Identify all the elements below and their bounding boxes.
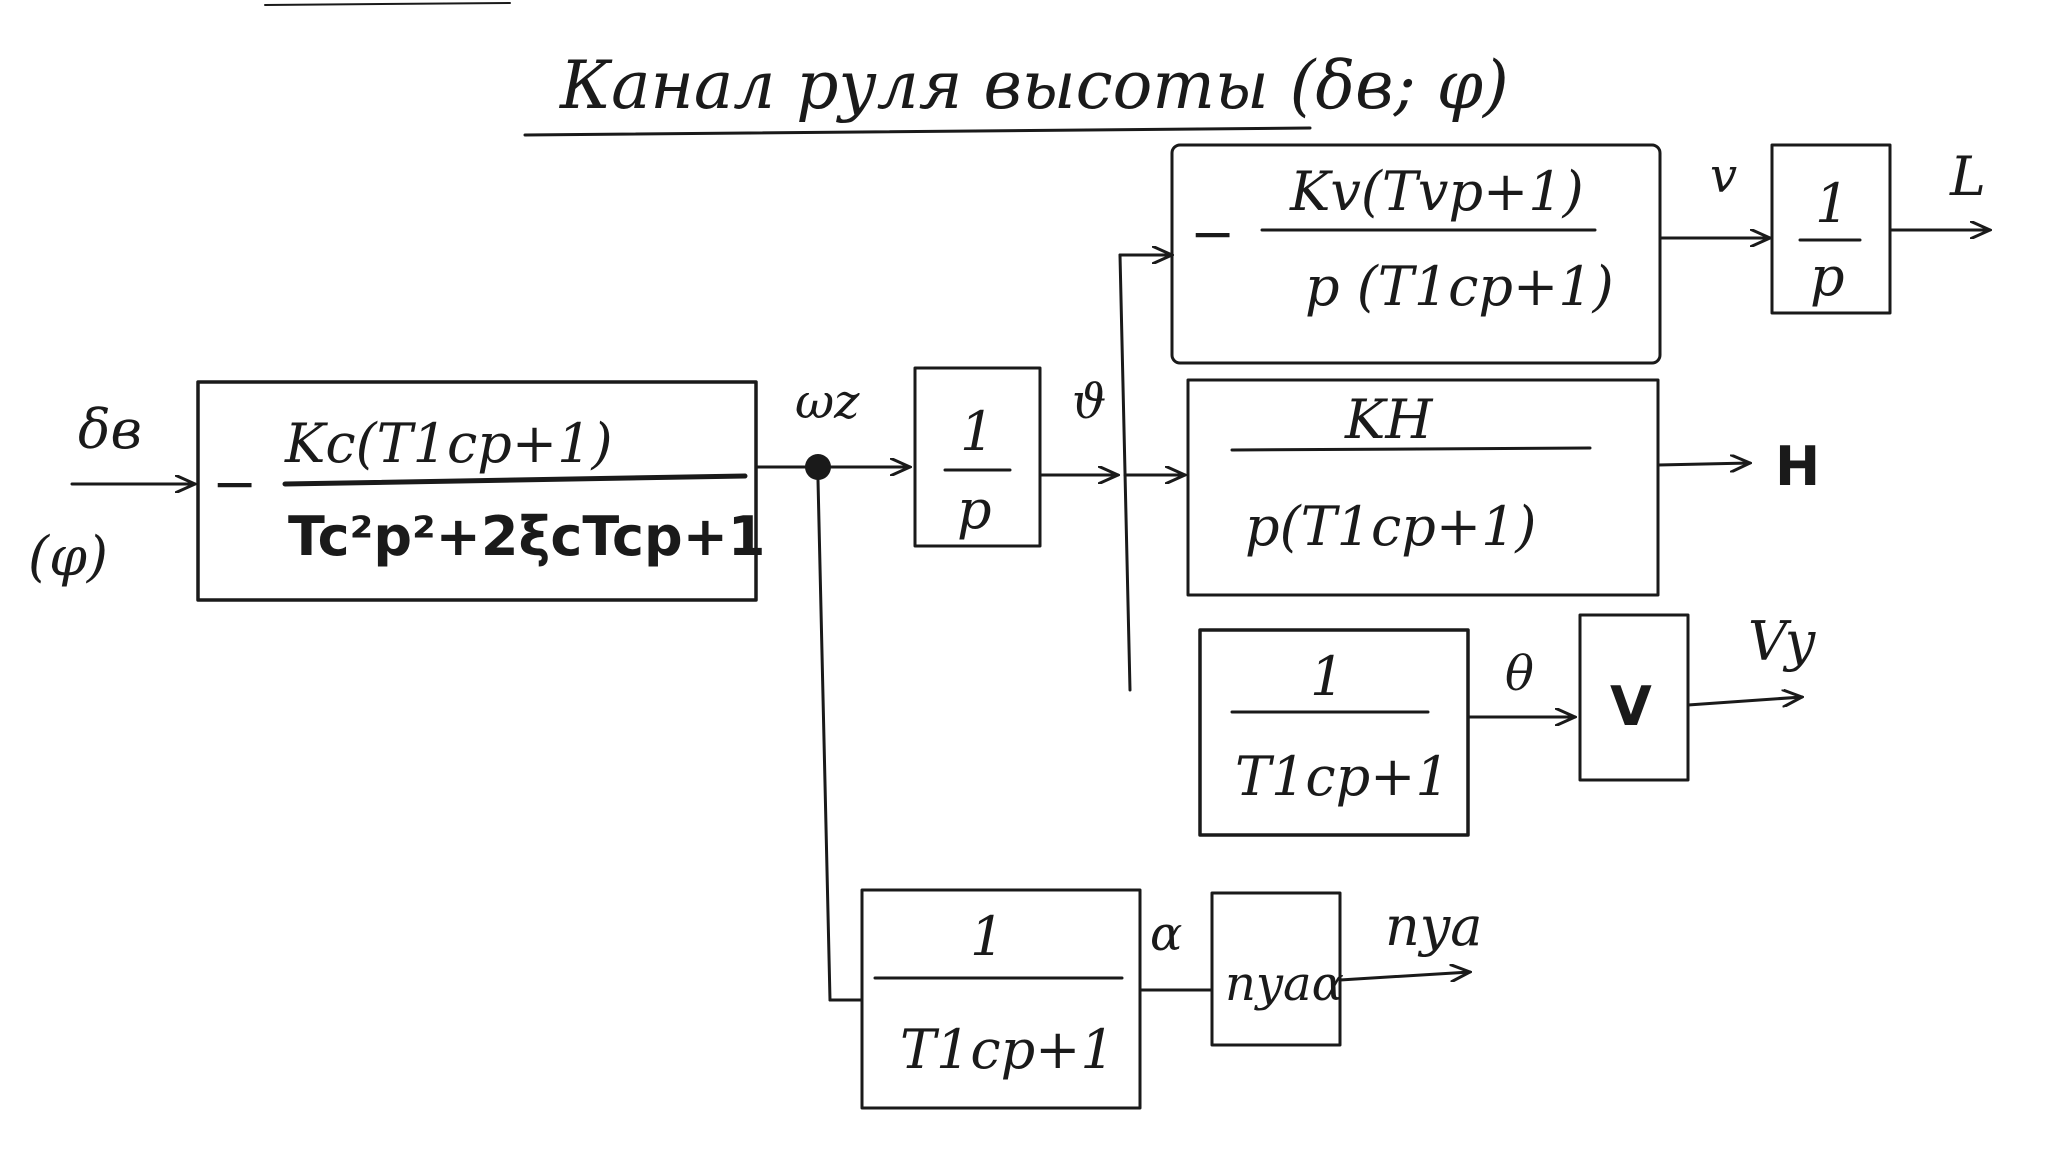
omega-branch-down xyxy=(816,478,832,1002)
branch-point xyxy=(805,454,831,480)
diagram-title: Канал руля высоты (δв; φ) xyxy=(558,47,1509,124)
v-label: v xyxy=(1710,148,1737,204)
title-underline xyxy=(523,126,1312,137)
velocity-denominator: p (T1cp+1) xyxy=(1305,255,1614,318)
main-numerator: Kc(T1cp+1) xyxy=(284,412,613,475)
omega-label: ωz xyxy=(795,374,860,430)
integrator-L-block: 1 p xyxy=(1770,143,1892,315)
H-arrow xyxy=(1656,463,1750,465)
integrator-theta-denominator: p xyxy=(957,478,992,541)
Vy-label: Vy xyxy=(1748,610,1817,673)
top-rule xyxy=(264,2,511,6)
input-label-phi: (φ) xyxy=(28,525,108,588)
alpha-block-numerator: 1 xyxy=(970,905,1004,968)
integrator-L-numerator: 1 xyxy=(1815,172,1849,235)
nya-arrow xyxy=(1338,972,1470,980)
input-label-delta: δв xyxy=(78,398,142,461)
alpha-block-denominator: T1cp+1 xyxy=(900,1018,1115,1081)
theta-block-denominator: T1cp+1 xyxy=(1235,745,1450,808)
main-transfer-block: − Kc(T1cp+1) Tc²p²+2ξcTcp+1 xyxy=(196,380,766,602)
L-label: L xyxy=(1949,145,1986,208)
integrator-theta-block: 1 p xyxy=(913,366,1042,548)
theta-label: ϑ xyxy=(1072,374,1106,430)
main-sign: − xyxy=(212,452,257,515)
main-fraction-bar xyxy=(282,473,748,487)
velocity-block: − Kv(Tvp+1) p (T1cp+1) xyxy=(1170,143,1662,365)
alpha-label: α xyxy=(1150,906,1182,962)
theta-bus xyxy=(1118,253,1132,692)
H-label: H xyxy=(1775,435,1820,498)
main-denominator: Tc²p²+2ξcTcp+1 xyxy=(288,505,766,568)
nya-block: nyaα xyxy=(1210,891,1344,1047)
nya-block-label: nyaα xyxy=(1225,956,1344,1012)
Theta-label: θ xyxy=(1505,646,1534,702)
height-block: KH p(T1cp+1) xyxy=(1186,378,1660,597)
velocity-numerator: Kv(Tvp+1) xyxy=(1289,160,1584,223)
integrator-L-denominator: p xyxy=(1810,245,1845,308)
velocity-sign: − xyxy=(1190,202,1235,265)
alpha-block: 1 T1cp+1 xyxy=(860,888,1142,1110)
height-denominator: p(T1cp+1) xyxy=(1245,495,1537,558)
nya-label: nya xyxy=(1385,895,1482,958)
v-block-label: V xyxy=(1610,675,1652,738)
v-block: V xyxy=(1578,613,1690,782)
height-numerator: KH xyxy=(1344,388,1433,451)
Vy-arrow xyxy=(1686,697,1802,705)
theta-block-numerator: 1 xyxy=(1310,645,1344,708)
integrator-theta-numerator: 1 xyxy=(960,400,994,463)
theta-block: 1 T1cp+1 xyxy=(1198,628,1470,837)
